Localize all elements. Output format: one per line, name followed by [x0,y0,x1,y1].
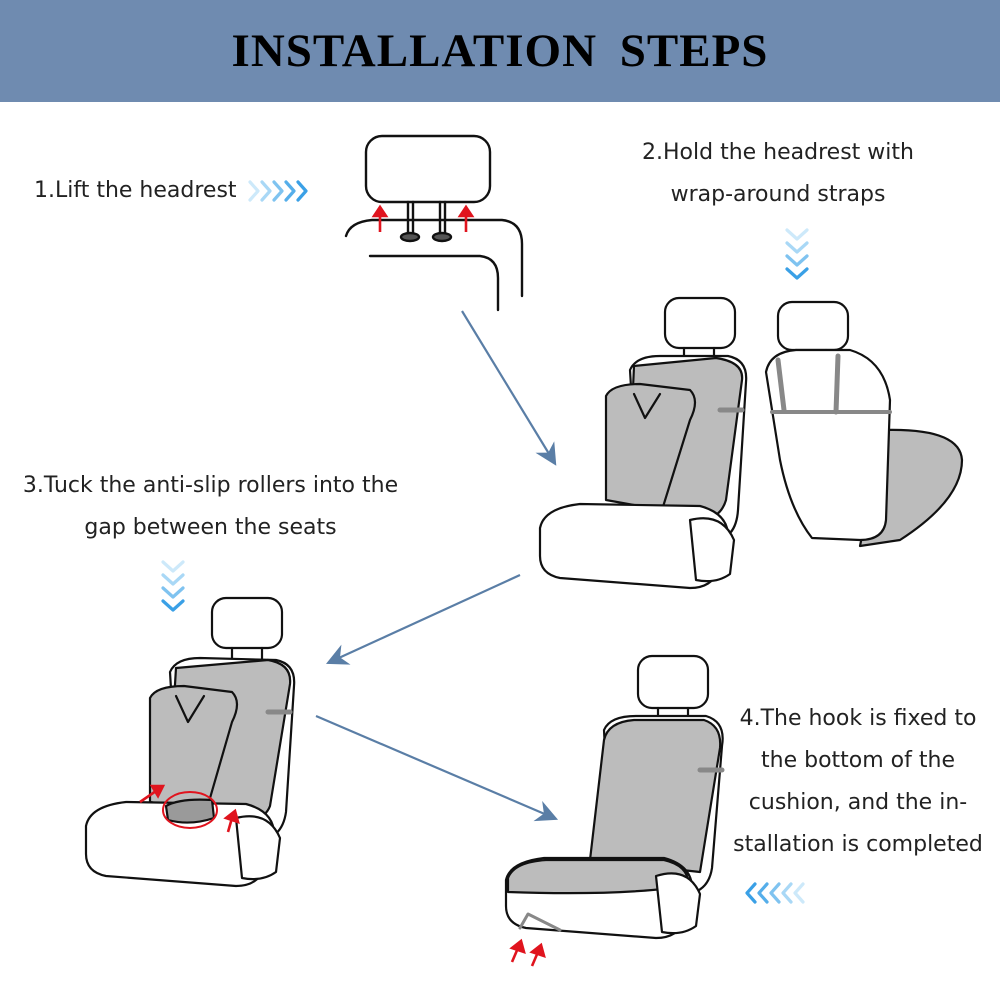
flow-arrow-icon [325,573,521,665]
headrest-lift-drawing [344,134,524,312]
step-3-line-2: gap between the seats [84,515,337,540]
seat-front-step-2 [538,296,748,590]
header-banner: INSTALLATION STEPS [0,0,1000,102]
seat-step-3 [84,596,296,888]
red-arrow-icon [509,938,546,967]
down-chevrons-icon [785,228,809,280]
step-1-line-1: 1.Lift the headrest [34,178,237,203]
seat-step-4 [504,654,725,940]
red-arrow-icon [371,204,475,232]
flow-arrow-icon [461,310,557,466]
step-2-line-2: wrap-around straps [670,182,886,207]
step-3-line-1: 3.Tuck the anti-slip rollers into the [22,473,399,498]
left-chevrons-icon [745,882,805,904]
down-chevrons-icon [161,560,185,612]
step-1-text: 1.Lift the headrest [34,170,237,212]
step-2-text: 2.Hold the headrest with wrap-around str… [618,132,938,216]
step-3-text: 3.Tuck the anti-slip rollers into the ga… [8,465,413,549]
step-4-line-3: cushion, and the in- [748,790,968,815]
step-2-line-1: 2.Hold the headrest with [642,140,914,165]
step-4-line-1: 4.The hook is fixed to [739,706,977,731]
flow-arrow-icon [315,714,559,822]
step-4-line-2: the bottom of the [761,748,955,773]
seat-back-view-step-2 [764,300,964,548]
step-4-line-4: stallation is completed [733,832,983,857]
step-4-text: 4.The hook is fixed to the bottom of the… [722,698,994,866]
page-title: INSTALLATION STEPS [231,25,769,77]
right-chevrons-icon [248,180,308,202]
red-arrow-icon [139,784,240,833]
